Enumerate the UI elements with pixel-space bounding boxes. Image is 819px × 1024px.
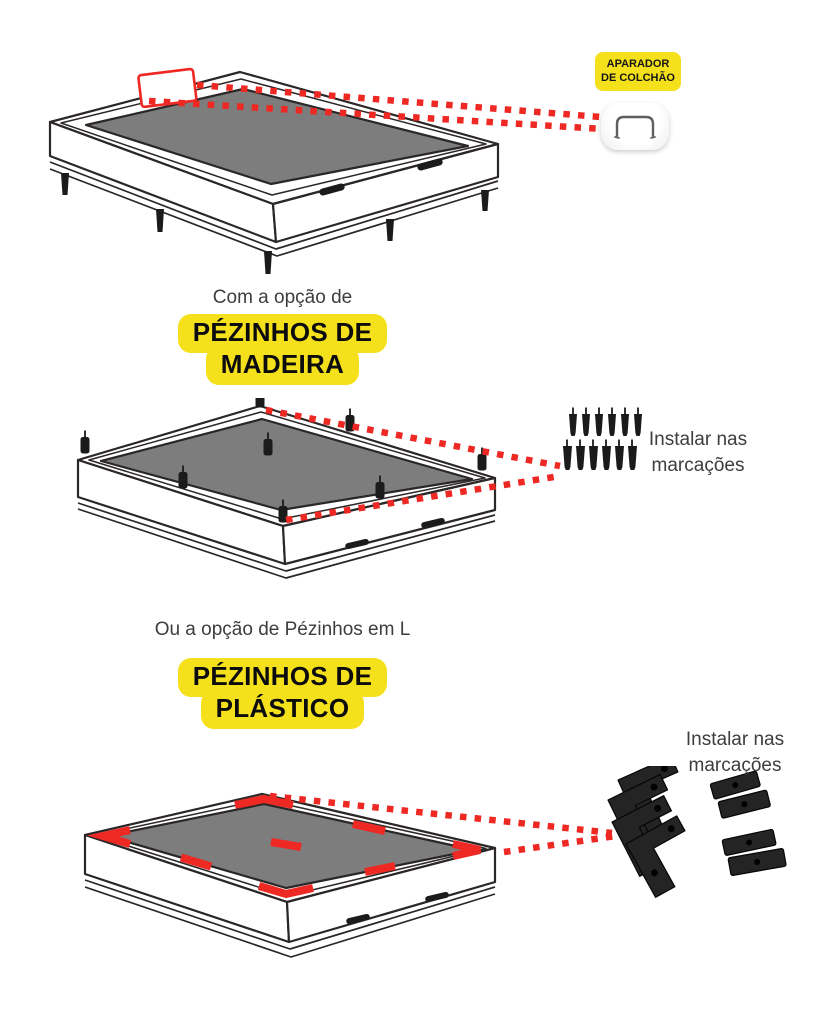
note-line2: marcações: [651, 454, 745, 476]
clip-bracket-drawing: [614, 115, 656, 139]
badge-line1: APARADOR: [606, 58, 670, 70]
mattress-holder-position-mark: [137, 67, 198, 109]
bed-box: [48, 70, 500, 274]
bed-handles: [346, 891, 449, 925]
wooden-feet-set-icon: [563, 407, 642, 470]
plastico-intro-text: Ou a opção de Pézinhos em L: [154, 619, 411, 640]
madeira-intro-text: Com a opção de: [212, 287, 353, 308]
l-bracket-pile: [607, 766, 686, 898]
note-line1: Instalar nas: [685, 729, 785, 750]
bed-box-flipped: [83, 792, 497, 958]
mattress-holder-badge: APARADOR DE COLCHÃO: [595, 52, 681, 91]
wood-feet-row1: [569, 407, 642, 436]
madeira-install-note: Instalar nas marcações: [628, 427, 768, 478]
plastico-chip-line2: PLÁSTICO: [200, 690, 365, 730]
bed-base-illustration-bottom: [83, 792, 497, 958]
bed-handles: [319, 158, 443, 196]
bed-legs: [61, 173, 489, 274]
bed-base-illustration-middle: [76, 398, 497, 579]
mattress-holder-clip-icon: [601, 103, 669, 150]
flat-feet-bars: [709, 770, 787, 877]
plastico-title-chip: PÉZINHOS DE PLÁSTICO: [130, 658, 435, 730]
bed-right-wall: [285, 846, 497, 944]
bed-box-flipped: [76, 404, 497, 579]
madeira-title-chip: PÉZINHOS DE MADEIRA: [130, 314, 435, 386]
madeira-chip-line2: MADEIRA: [205, 346, 360, 386]
note-line1: Instalar nas: [648, 429, 748, 450]
note-line2: marcações: [688, 754, 782, 776]
wood-feet-row2: [563, 439, 637, 470]
bed-base-illustration-top: [48, 67, 500, 274]
badge-line2: DE COLCHÃO: [601, 72, 675, 85]
plastic-l-feet-set-icon: [607, 766, 787, 898]
plastico-install-note: Instalar nas marcações: [665, 727, 805, 778]
